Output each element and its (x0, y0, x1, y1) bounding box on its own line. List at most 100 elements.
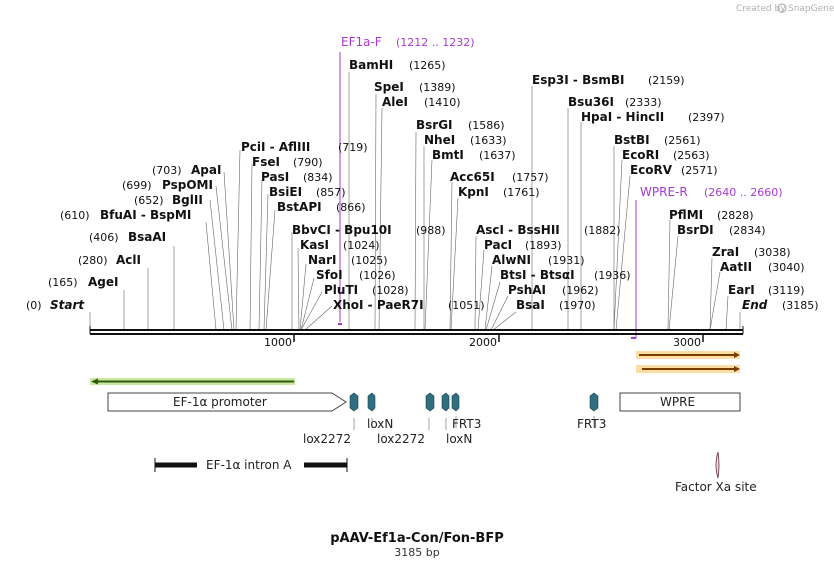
site-pflmi[interactable]: PflMI(2828) (669, 208, 754, 222)
feature-label: WPRE (660, 395, 695, 409)
lox2272-site-icon[interactable] (425, 392, 435, 412)
site-label-leaders (353, 416, 595, 430)
feature-promoter[interactable]: EF-1α promoter (107, 392, 347, 412)
site-pshai[interactable]: PshAI(1962) (508, 283, 599, 297)
site-pos: (1051) (448, 299, 485, 312)
site-bbvci[interactable]: BbvCI - Bpu10I(988) (292, 223, 446, 237)
site-name: AatII (720, 260, 752, 274)
site-nari[interactable]: NarI(1025) (308, 253, 388, 267)
site-name: AscI - BssHII (476, 223, 560, 237)
site-bsaai[interactable]: (406)BsaAI (89, 230, 166, 244)
site-esp3i[interactable]: Esp3I - BsmBI(2159) (532, 73, 685, 87)
site-bsrgi[interactable]: BsrGI(1586) (416, 118, 505, 132)
feature-factor-xa[interactable]: Factor Xa site (675, 451, 757, 494)
site-pos: (1028) (372, 284, 409, 297)
site-name: AlwNI (492, 253, 531, 267)
site-pcii[interactable]: PciI - AflIII(719) (241, 140, 368, 154)
site-alwni[interactable]: AlwNI (1931) (492, 253, 585, 267)
site-pos: (0) (26, 299, 42, 312)
site-bsai[interactable]: BsaI(1970) (516, 298, 596, 312)
site-name: Start (50, 298, 85, 312)
ruler-tick-label: 1000 (264, 336, 292, 349)
site-aatii[interactable]: AatII (3040) (720, 260, 805, 274)
site-btsi[interactable]: BtsI - BtsαI(1936) (500, 268, 631, 282)
feature-frt3-label: FRT3 (452, 417, 481, 431)
site-pos: (1025) (351, 254, 388, 267)
frt3-site-icon[interactable] (451, 392, 460, 412)
site-bmti[interactable]: BmtI(1637) (432, 148, 516, 162)
site-bfuai[interactable]: (610) BfuAI - BspMI (60, 208, 191, 222)
site-bsiei[interactable]: BsiEI(857) (269, 185, 346, 199)
site-acc65i[interactable]: Acc65I(1757) (450, 170, 549, 184)
site-agei[interactable]: (165)AgeI (48, 275, 118, 289)
site-pos: (699) (122, 179, 152, 192)
site-hpai[interactable]: HpaI - HincII(2397) (581, 110, 725, 124)
site-bglii[interactable]: (652)BglII (134, 193, 203, 207)
site-pos: (2834) (729, 224, 766, 237)
site-pos: (1633) (470, 134, 507, 147)
site-name: BstBI (614, 133, 650, 147)
site-pos: (610) (60, 209, 90, 222)
site-pos: (3040) (768, 261, 805, 274)
site-apai[interactable]: (703)ApaI (152, 163, 221, 177)
site-bsu36i[interactable]: Bsu36I(2333) (568, 95, 662, 109)
site-pos: (2159) (648, 74, 685, 87)
feature-label: Factor Xa site (675, 480, 757, 494)
site-name: End (742, 298, 768, 312)
site-acli[interactable]: (280)AclI (78, 253, 141, 267)
site-end[interactable]: End(3185) (742, 298, 819, 312)
site-bstbi[interactable]: BstBI(2561) (614, 133, 701, 147)
site-name: AgeI (88, 275, 118, 289)
site-ecorv[interactable]: EcoRV(2571) (630, 163, 718, 177)
site-pspomi[interactable]: (699)PspOMI (122, 178, 213, 192)
site-fsei[interactable]: FseI(790) (252, 155, 323, 169)
site-sfoi[interactable]: SfoI(1026) (316, 268, 396, 282)
site-name: BsiEI (269, 185, 302, 199)
site-paci[interactable]: PacI (1893) (484, 238, 562, 252)
feature-wpre[interactable]: WPRE (619, 392, 741, 412)
frt3-site-icon[interactable] (589, 392, 599, 412)
site-pos: (1893) (525, 239, 562, 252)
site-alei[interactable]: AleI(1410) (382, 95, 461, 109)
site-pluti[interactable]: PluTI (1028) (324, 283, 409, 297)
site-name: AclI (116, 253, 141, 267)
site-pos: (1931) (548, 254, 585, 267)
site-pos: (1026) (359, 269, 396, 282)
site-pos: (866) (336, 201, 366, 214)
site-name: BmtI (432, 148, 464, 162)
site-name: BfuAI - BspMI (100, 208, 191, 222)
site-pasi[interactable]: PasI(834) (261, 170, 333, 184)
site-nhei[interactable]: NheI(1633) (424, 133, 507, 147)
site-pos: (1970) (559, 299, 596, 312)
site-name: PacI (484, 238, 512, 252)
site-bsrdi[interactable]: BsrDI(2834) (677, 223, 766, 237)
sequence-backbone (89, 326, 744, 342)
forward-primer-arrow[interactable] (90, 378, 295, 385)
site-ecori[interactable]: EcoRI(2563) (622, 148, 710, 162)
primer-ef1a-f[interactable]: EF1a-F (1212 .. 1232) (338, 35, 475, 325)
site-name: EcoRI (622, 148, 659, 162)
site-asci[interactable]: AscI - BssHII(1882) (476, 223, 621, 237)
site-start[interactable]: (0) Start (26, 298, 85, 312)
feature-loxn-label: loxN (367, 417, 393, 431)
ruler-ticks: 1000 2000 3000 (264, 336, 701, 349)
site-spei[interactable]: SpeI(1389) (374, 80, 456, 94)
lox2272-site-icon[interactable] (349, 392, 359, 412)
ruler-tick-label: 3000 (673, 336, 701, 349)
site-xhoi[interactable]: XhoI - PaeR7I(1051) (333, 298, 485, 312)
site-bstapi[interactable]: BstAPI(866) (277, 200, 366, 214)
site-kpni[interactable]: KpnI(1761) (458, 185, 540, 199)
reverse-primer-arrows[interactable] (636, 351, 740, 373)
site-bamhi[interactable]: BamHI(1265) (349, 58, 446, 72)
site-zrai[interactable]: ZraI(3038) (712, 245, 791, 259)
primer-wpre-r[interactable]: WPRE-R (2640 .. 2660) (631, 185, 783, 339)
loxn-site-icon[interactable] (441, 392, 450, 412)
site-name: PluTI (324, 283, 358, 297)
site-pos: (1936) (594, 269, 631, 282)
site-pos: (1757) (512, 171, 549, 184)
site-kasi[interactable]: KasI(1024) (300, 238, 380, 252)
loxn-site-icon[interactable] (367, 392, 376, 412)
feature-intron[interactable]: EF-1α intron A (154, 458, 348, 472)
site-eari[interactable]: EarI(3119) (728, 283, 805, 297)
